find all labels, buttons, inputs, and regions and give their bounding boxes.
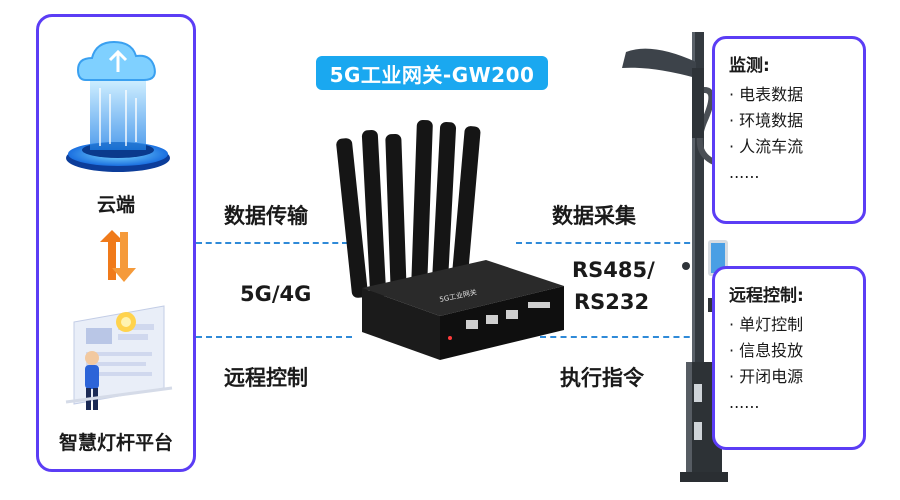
gateway-device-image: 5G工业网关 <box>336 119 564 360</box>
control-item: · 单灯控制 <box>729 315 804 334</box>
label-rs485: RS485/ <box>572 258 655 282</box>
label-data-transmission: 数据传输 <box>224 204 308 228</box>
monitor-item: · 电表数据 <box>729 85 804 104</box>
label-remote-control: 远程控制 <box>224 366 308 390</box>
monitor-item: · 人流车流 <box>729 137 804 156</box>
label-execute-command: 执行指令 <box>560 366 644 390</box>
control-title: 远程控制: <box>729 286 804 306</box>
dash-line-lower-right <box>540 336 700 338</box>
device-title-badge: 5G工业网关-GW200 <box>316 56 548 90</box>
cloud-label: 云端 <box>96 194 135 216</box>
dash-line-lower-left <box>196 336 352 338</box>
control-item: · 开闭电源 <box>729 367 804 386</box>
label-5g-4g: 5G/4G <box>240 282 312 306</box>
remote-control-box: 远程控制: · 单灯控制 · 信息投放 · 开闭电源 ...... <box>712 266 866 450</box>
monitor-title: 监测: <box>729 56 770 76</box>
platform-label: 智慧灯杆平台 <box>58 432 173 454</box>
dash-line-upper-right <box>516 242 700 244</box>
cloud-server-icon <box>66 40 170 172</box>
monitor-item: · 环境数据 <box>729 111 804 130</box>
dash-line-upper-left <box>196 242 348 244</box>
control-item: · 信息投放 <box>729 341 804 360</box>
smart-pole-image <box>622 32 728 482</box>
platform-illustration <box>65 305 173 410</box>
label-rs232: RS232 <box>574 290 650 314</box>
monitor-item: ...... <box>729 163 760 182</box>
control-item: ...... <box>729 393 760 412</box>
sync-arrows-icon <box>100 230 136 282</box>
label-data-collection: 数据采集 <box>552 204 636 228</box>
monitor-box: 监测: · 电表数据 · 环境数据 · 人流车流 ...... <box>712 36 866 224</box>
